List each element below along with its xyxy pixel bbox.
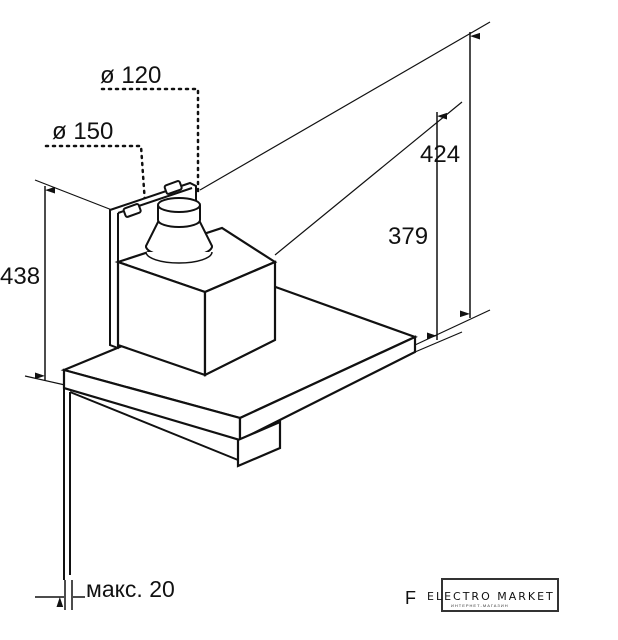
- wall-gap-label: макс. 20: [86, 576, 175, 602]
- duct-connector: [144, 197, 214, 264]
- logo-tagline: ИНТЕРНЕТ-МАГАЗИН: [451, 603, 509, 608]
- dimension-arrows: [35, 32, 480, 610]
- wall-panel: [63, 385, 239, 580]
- height-424-label: 424: [420, 141, 461, 168]
- duct-diameter-150-label: ø 150: [52, 118, 114, 145]
- logo-brand: ELECTRO MARKET: [427, 590, 555, 603]
- logo-frame: [441, 578, 559, 612]
- height-438-label: 438: [0, 263, 41, 290]
- watermark-prefix: F: [405, 588, 416, 608]
- height-379-label: 379: [388, 223, 429, 250]
- duct-diameter-120-label: ø 120: [100, 62, 162, 89]
- chimney-box: [114, 226, 278, 377]
